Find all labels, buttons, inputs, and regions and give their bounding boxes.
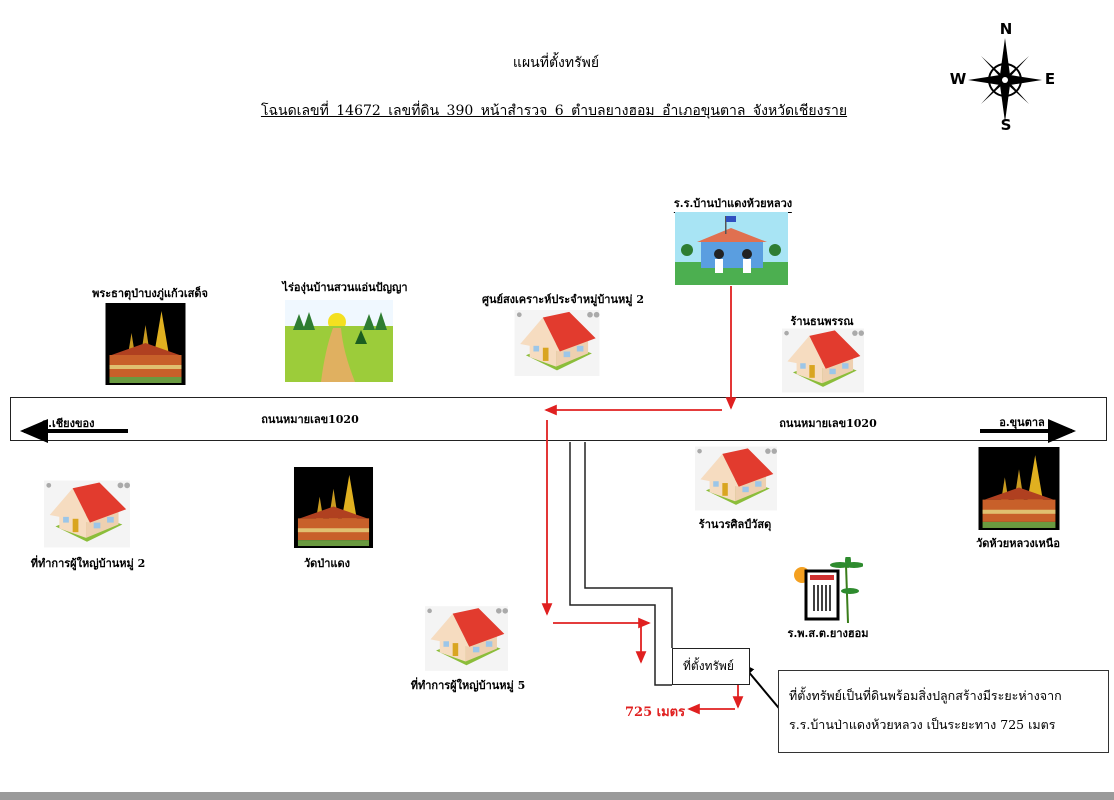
temple-top-label: พระธาตุป่าบงภู่แก้วเสด็จ <box>92 287 208 300</box>
window-bottom-edge <box>0 792 1114 800</box>
house-icon <box>695 445 777 512</box>
direction-left-label: อ.เชียงของ <box>41 417 95 430</box>
alley-outline <box>569 442 672 686</box>
compass-south: S <box>1000 116 1012 134</box>
house-icon <box>425 605 508 672</box>
map-title: แผนที่ตั้งทรัพย์ <box>512 55 600 71</box>
house-icon <box>782 328 864 393</box>
alley-outline <box>584 442 673 648</box>
village-office-2-label: ที่ทำการผู้ใหญ่บ้านหมู่ 2 <box>30 557 146 570</box>
compass-rose-icon <box>948 20 1058 135</box>
road-name-left: ถนนหมายเลข1020 <box>261 413 359 426</box>
compass-east: E <box>1044 70 1056 88</box>
hospital-icon <box>788 557 863 625</box>
property-note-callout: ที่ตั้งทรัพย์เป็นที่ดินพร้อมสิ่งปลูกสร้า… <box>778 670 1109 753</box>
temple-icon <box>293 467 374 548</box>
distance-label: 725 เมตร <box>625 705 686 720</box>
route-path <box>541 286 744 715</box>
deed-info: โฉนดเลขที่ 14672 เลขที่ดิน 390 หน้าสำรวจ… <box>260 103 848 119</box>
wat-huai-luang-label: วัดห้วยหลวงเหนือ <box>976 537 1060 550</box>
note-line-2: ร.ร.บ้านป่าแดงห้วยหลวง เป็นระยะทาง 725 เ… <box>789 717 1056 732</box>
road-1020 <box>10 397 1107 441</box>
shop-thanaphan-label: ร้านธนพรรณ <box>790 315 854 328</box>
shop-worasin-label: ร้านวรศิลป์วัสดุ <box>698 518 772 531</box>
direction-right-label: อ.ขุนตาล <box>999 416 1045 429</box>
school-icon <box>675 212 788 285</box>
house-icon <box>44 480 130 548</box>
temple-icon <box>105 303 186 385</box>
compass-west: W <box>949 70 967 88</box>
note-line-1: ที่ตั้งทรัพย์เป็นที่ดินพร้อมสิ่งปลูกสร้า… <box>789 688 1062 703</box>
welfare-center-label: ศูนย์สงเคราะห์ประจำหมู่บ้านหมู่ 2 <box>482 293 644 306</box>
village-office-5-label: ที่ทำการผู้ใหญ่บ้านหมู่ 5 <box>410 679 526 692</box>
vineyard-label: ไร่องุ่นบ้านสวนแอ่นปัญญา <box>282 281 408 294</box>
house-icon <box>513 310 601 376</box>
field-icon <box>285 300 393 382</box>
property-location-box: ที่ตั้งทรัพย์ <box>672 648 750 685</box>
health-station-label: ร.พ.ส.ต.ยางฮอม <box>787 627 869 640</box>
wat-pa-daeng-label: วัดป่าแดง <box>303 557 351 570</box>
road-name-right: ถนนหมายเลข1020 <box>779 417 877 430</box>
school-label: ร.ร.บ้านป่าแดงห้วยหลวง <box>673 194 793 213</box>
temple-icon <box>978 447 1060 530</box>
compass-north: N <box>999 20 1013 38</box>
